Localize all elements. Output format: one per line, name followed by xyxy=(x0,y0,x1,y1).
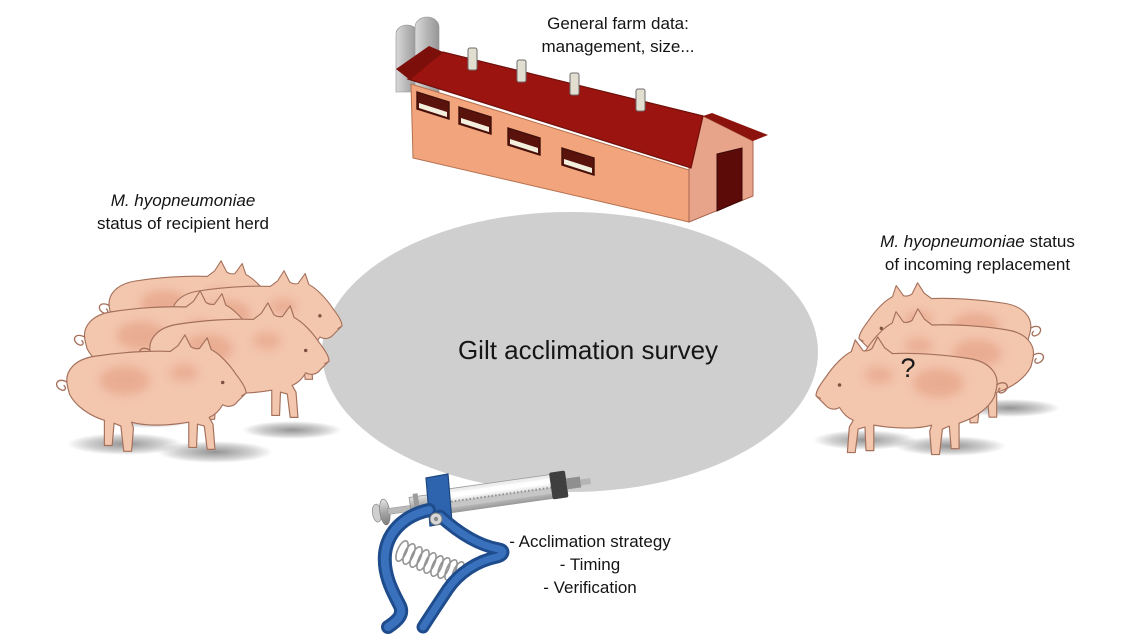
barn-door xyxy=(716,147,743,212)
syringe-pivot-screw-center xyxy=(433,516,439,522)
farm-building-icon xyxy=(395,16,768,223)
syringe-handles xyxy=(377,503,510,634)
recipient-herd-label-line2: status of recipient herd xyxy=(97,214,269,233)
vaccine-syringe-icon xyxy=(371,470,591,634)
diagram-title: Gilt acclimation survey xyxy=(457,335,719,365)
syringe-barrel xyxy=(371,470,591,526)
pig-herd-right-icon xyxy=(813,283,1060,456)
farm-data-label: General farm data: management, size... xyxy=(458,12,778,58)
unknown-status-question-mark: ? xyxy=(900,353,916,383)
barn-roof-right-edge xyxy=(703,113,768,141)
acclimation-item: - Acclimation strategy xyxy=(509,532,671,551)
acclimation-item: - Timing xyxy=(559,555,621,574)
barn-roof-left-hip xyxy=(396,46,443,80)
recipient-herd-label-line1: M. hyopneumoniae xyxy=(110,191,256,210)
incoming-replacement-label-line1: M. hyopneumoniae status xyxy=(880,232,1075,251)
survey-ellipse xyxy=(322,212,818,492)
barn-windows xyxy=(416,91,595,176)
incoming-replacement-label-line2: of incoming replacement xyxy=(884,255,1071,274)
acclimation-items-label: - Acclimation strategy - Timing - Verifi… xyxy=(440,530,740,599)
acclimation-item: - Verification xyxy=(543,578,637,597)
recipient-herd-label: M. hyopneumoniae status of recipient her… xyxy=(58,189,308,235)
incoming-replacement-label: M. hyopneumoniae status of incoming repl… xyxy=(845,230,1110,276)
pig-herd-left-icon xyxy=(57,261,342,463)
farm-data-label-line2: management, size... xyxy=(541,37,695,56)
farm-data-label-line1: General farm data: xyxy=(547,14,689,33)
barn-roof-vents xyxy=(467,47,646,112)
